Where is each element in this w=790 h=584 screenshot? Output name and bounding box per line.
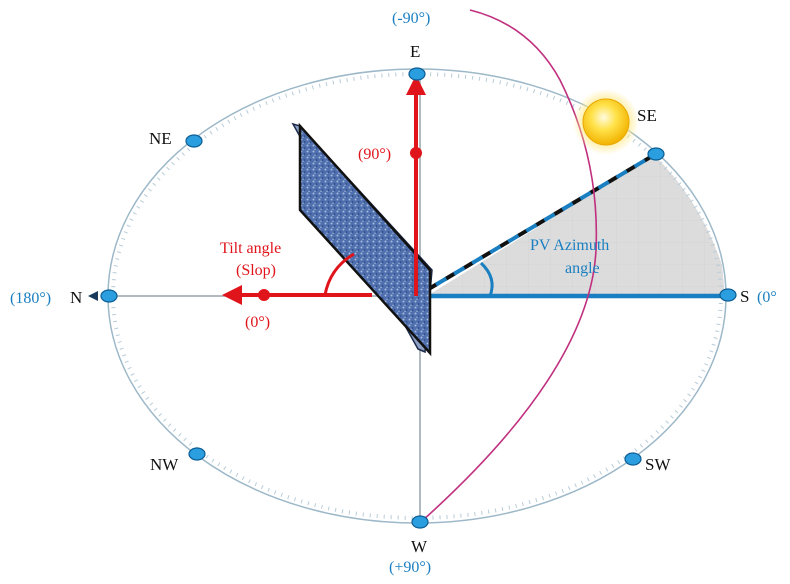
north-arrow-tip — [88, 291, 98, 301]
tilt-label-line1: Tilt angle — [220, 240, 281, 257]
azimuth-label-line2: angle — [565, 260, 600, 277]
label-se: SE — [637, 106, 657, 125]
solar-panel — [298, 122, 432, 357]
node-ne — [185, 134, 203, 148]
tilt-zero-label: (0°) — [245, 314, 270, 331]
label-west-angle: (+90°) — [389, 559, 431, 576]
tilt-ninety-label: (90°) — [358, 146, 391, 163]
label-south-angle: (0° — [757, 289, 777, 306]
node-n — [100, 289, 118, 303]
node-s — [719, 288, 737, 302]
azimuth-sector-grid — [427, 155, 725, 296]
azimuth-arc — [479, 261, 494, 297]
node-nw — [188, 447, 206, 461]
label-sw: SW — [645, 455, 671, 474]
label-ne: NE — [149, 129, 172, 148]
tilt-label-line2: (Slop) — [236, 262, 276, 279]
pv-azimuth-dashed-black — [425, 153, 656, 292]
label-north-angle: (180°) — [10, 290, 51, 307]
tilt-0-dot — [258, 289, 270, 301]
node-se — [647, 147, 665, 161]
sun-path — [421, 9, 598, 522]
node-sw — [624, 452, 642, 466]
label-east-angle: (-90°) — [392, 10, 430, 27]
label-w: W — [411, 537, 428, 556]
node-e — [408, 67, 426, 81]
tilt-arc — [323, 252, 355, 296]
sun-icon — [582, 98, 630, 146]
label-n: N — [70, 288, 82, 307]
label-s: S — [740, 287, 749, 306]
node-w — [411, 515, 429, 529]
label-nw: NW — [150, 455, 179, 474]
tilt-90-dot — [410, 147, 422, 159]
azimuth-label-line1: PV Azimuth — [530, 237, 609, 254]
label-e: E — [410, 42, 420, 61]
